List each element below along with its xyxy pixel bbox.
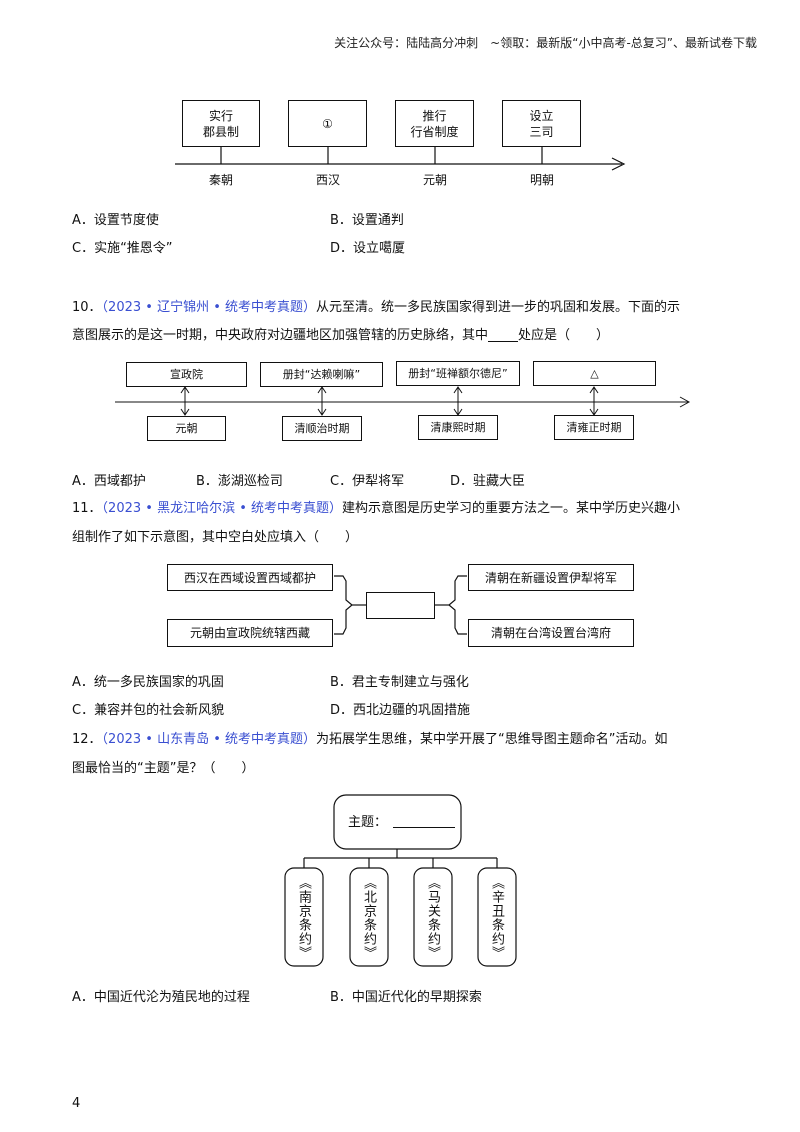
q11-option-a[interactable]: A．统一多民族国家的巩固: [72, 675, 224, 690]
q11-number: 11．: [72, 501, 102, 516]
q11-right-box-1: 清朝在新疆设置伊犁将军: [468, 564, 634, 591]
q11-right-box-2: 清朝在台湾设置台湾府: [468, 619, 634, 647]
q12-stem-line2: 图最恰当的“主题”是？（ ）: [72, 761, 255, 776]
q10-stem-line2: 意图展示的是这一时期，中央政府对边疆地区加强管辖的历史脉络，其中 处应是（ ）: [72, 326, 609, 346]
q9-label-qin: 秦朝: [208, 173, 233, 187]
q11-center-blank-box: [366, 592, 435, 619]
q10-option-b[interactable]: B．澎湖巡检司: [196, 474, 283, 489]
q9-option-d[interactable]: D．设立噶厦: [330, 241, 406, 256]
q12-text-1: 为拓展学生思维，某中学开展了“思维导图主题命名”活动。如: [316, 732, 668, 747]
q12-source: （2023 • 山东青岛 • 统考中考真题）: [101, 732, 316, 747]
q11-option-b[interactable]: B．君主专制建立与强化: [330, 675, 469, 690]
q10-option-c[interactable]: C．伊犁将军: [330, 474, 405, 489]
q11-left-box-1: 西汉在西域设置西域都护: [167, 564, 333, 591]
q12-mindmap-lines: [284, 794, 517, 967]
q12-treaty-beijing: 《北京条约》: [361, 876, 376, 960]
q12-treaty-maguan: 《马关条约》: [425, 876, 440, 960]
q12-treaty-nanjing: 《南京条约》: [296, 876, 311, 960]
q12-theme-box: 主题：: [348, 811, 456, 830]
q10-number: 10．: [72, 300, 102, 315]
q11-connectors: [334, 575, 467, 635]
q9-box-qin: 实行 郡县制: [182, 100, 260, 147]
q10-stem-line1: 10．（2023 • 辽宁锦州 • 统考中考真题）从元至清。统一多民族国家得到进…: [72, 298, 680, 318]
q10-option-d[interactable]: D．驻藏大臣: [450, 474, 526, 489]
q10-text-2a: 意图展示的是这一时期，中央政府对边疆地区加强管辖的历史脉络，其中: [72, 328, 489, 343]
q12-treaty-xinchou: 《辛丑条约》: [489, 876, 504, 960]
q9-timeline-diagram: 实行 郡县制 ① 推行 行省制度 设立 三司 秦朝 西汉 元朝 明朝: [0, 0, 800, 200]
q12-theme-blank: [393, 813, 456, 828]
q9-option-b[interactable]: B．设置通判: [330, 213, 404, 228]
q10-bottom-box-4: 清雍正时期: [554, 415, 634, 440]
q10-bottom-box-2: 清顺治时期: [282, 416, 362, 441]
q11-option-d[interactable]: D．西北边疆的巩固措施: [330, 703, 471, 718]
q9-option-c[interactable]: C．实施“推恩令”: [72, 241, 173, 256]
q12-number: 12．: [72, 732, 102, 747]
q12-theme-label: 主题：: [348, 815, 388, 830]
q9-label-xihan: 西汉: [315, 173, 340, 187]
q9-timeline-axis: [175, 146, 626, 171]
q11-left-box-2: 元朝由宣政院统辖西藏: [167, 619, 333, 647]
q9-label-yuan: 元朝: [422, 173, 447, 187]
page-number: 4: [72, 1096, 81, 1111]
q11-source: （2023 • 黑龙江哈尔滨 • 统考中考真题）: [101, 501, 342, 516]
page-header: 关注公众号：陆陆高分冲刺 ~领取：最新版“小中高考-总复习”、最新试卷下载: [334, 36, 757, 50]
q10-top-box-1: 宣政院: [126, 362, 247, 387]
q10-text-1: 从元至清。统一多民族国家得到进一步的巩固和发展。下面的示: [316, 300, 681, 315]
q9-label-ming: 明朝: [529, 173, 554, 187]
q10-top-box-4: △: [533, 361, 656, 386]
q9-option-a[interactable]: A．设置节度使: [72, 213, 159, 228]
q11-stem-line1: 11．（2023 • 黑龙江哈尔滨 • 统考中考真题）建构示意图是历史学习的重要…: [72, 499, 680, 519]
q11-stem-line2: 组制作了如下示意图，其中空白处应填入（ ）: [72, 530, 359, 545]
q10-source: （2023 • 辽宁锦州 • 统考中考真题）: [101, 300, 316, 315]
q10-bottom-box-1: 元朝: [147, 416, 226, 441]
q11-diagram: 西汉在西域设置西域都护 元朝由宣政院统辖西藏 清朝在新疆设置伊犁将军 清朝在台湾…: [0, 555, 800, 655]
q12-mindmap: 主题： 《南京条约》 《北京条约》 《马关条约》 《辛丑条约》: [0, 790, 800, 970]
q12-option-b[interactable]: B．中国近代化的早期探索: [330, 990, 482, 1005]
q10-blank: [488, 327, 519, 342]
q10-diagram: 宣政院 册封“达赖喇嘛” 册封“班禅额尔德尼” △ 元朝 清顺治时期 清康熙时期…: [0, 350, 800, 450]
q9-box-xihan: ①: [288, 100, 367, 147]
q10-bottom-box-3: 清康熙时期: [418, 415, 498, 440]
q10-top-box-2: 册封“达赖喇嘛”: [260, 362, 383, 387]
q10-axis-and-arrows: [115, 386, 691, 416]
q10-top-box-3: 册封“班禅额尔德尼”: [396, 361, 520, 386]
q9-box-yuan: 推行 行省制度: [395, 100, 474, 147]
q12-option-a[interactable]: A．中国近代沦为殖民地的过程: [72, 990, 250, 1005]
q9-box-ming: 设立 三司: [502, 100, 581, 147]
q10-option-a[interactable]: A．西域都护: [72, 474, 146, 489]
q11-option-c[interactable]: C．兼容并包的社会新风貌: [72, 703, 225, 718]
q12-stem-line1: 12．（2023 • 山东青岛 • 统考中考真题）为拓展学生思维，某中学开展了“…: [72, 730, 667, 750]
q11-text-1: 建构示意图是历史学习的重要方法之一。某中学历史兴趣小: [342, 501, 681, 516]
q10-text-2b: 处应是（ ）: [518, 328, 610, 343]
